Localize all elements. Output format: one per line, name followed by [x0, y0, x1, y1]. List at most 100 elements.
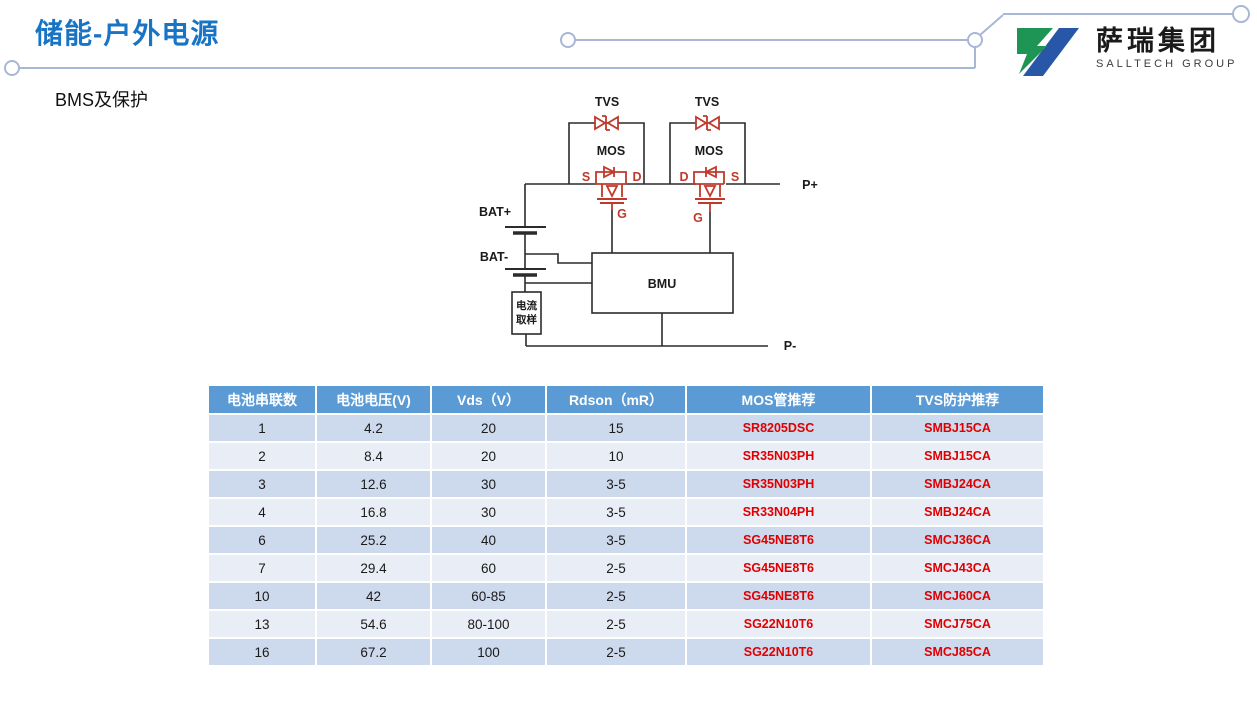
- cell-voltage: 42: [315, 581, 432, 611]
- cell-series: 16: [207, 637, 317, 667]
- mos-label-left: MOS: [597, 144, 625, 158]
- logo-mark-icon: [1017, 28, 1079, 76]
- cell-voltage: 8.4: [315, 441, 432, 471]
- cell-rdson: 10: [545, 441, 687, 471]
- cell-vds: 40: [430, 525, 547, 555]
- bms-circuit-diagram: TVS TVS MOS MOS BAT+ BAT- BMU P+ P- 电流 取…: [479, 95, 818, 353]
- bat-plus-label: BAT+: [479, 205, 511, 219]
- tvs-label-right: TVS: [695, 95, 719, 109]
- cell-voltage: 67.2: [315, 637, 432, 667]
- cell-voltage: 29.4: [315, 553, 432, 583]
- cell-series: 4: [207, 497, 317, 527]
- cell-tvs: SMBJ24CA: [870, 497, 1045, 527]
- cell-series: 13: [207, 609, 317, 639]
- mosfet-pin-labels: S D D S G G: [582, 170, 739, 225]
- current-sample-label-line2: 取样: [516, 313, 537, 326]
- cell-rdson: 3-5: [545, 497, 687, 527]
- cell-tvs: SMCJ85CA: [870, 637, 1045, 667]
- cell-vds: 30: [430, 469, 547, 499]
- cell-series: 3: [207, 469, 317, 499]
- table-row: 3 12.6 30 3-5 SR35N03PH SMBJ24CA: [207, 469, 1045, 499]
- cell-vds: 20: [430, 413, 547, 443]
- tvs-label-left: TVS: [595, 95, 619, 109]
- cell-mos: SG45NE8T6: [685, 525, 872, 555]
- table-row: 6 25.2 40 3-5 SG45NE8T6 SMCJ36CA: [207, 525, 1045, 555]
- cell-tvs: SMCJ36CA: [870, 525, 1045, 555]
- table-row: 2 8.4 20 10 SR35N03PH SMBJ15CA: [207, 441, 1045, 471]
- section-subtitle: BMS及保护: [55, 90, 149, 110]
- logo-name-cn: 萨瑞集团: [1096, 26, 1220, 56]
- cell-tvs: SMCJ60CA: [870, 581, 1045, 611]
- cell-vds: 80-100: [430, 609, 547, 639]
- cell-rdson: 2-5: [545, 609, 687, 639]
- mosfet-symbols: [595, 165, 725, 212]
- cell-vds: 30: [430, 497, 547, 527]
- cell-series: 7: [207, 553, 317, 583]
- cell-voltage: 16.8: [315, 497, 432, 527]
- cell-series: 1: [207, 413, 317, 443]
- cell-rdson: 2-5: [545, 637, 687, 667]
- cell-tvs: SMBJ24CA: [870, 469, 1045, 499]
- cell-mos: SG22N10T6: [685, 609, 872, 639]
- cell-rdson: 2-5: [545, 581, 687, 611]
- cell-series: 6: [207, 525, 317, 555]
- header-tvs: TVS防护推荐: [870, 384, 1045, 415]
- cell-tvs: SMCJ75CA: [870, 609, 1045, 639]
- company-logo: 萨瑞集团 SALLTECH GROUP: [1014, 26, 1237, 78]
- table-row: 1 4.2 20 15 SR8205DSC SMBJ15CA: [207, 413, 1045, 443]
- header-voltage: 电池电压(V): [315, 384, 432, 415]
- mos-label-right: MOS: [695, 144, 723, 158]
- cell-rdson: 3-5: [545, 469, 687, 499]
- pin-s-left: S: [582, 170, 590, 184]
- page-title: 储能-户外电源: [35, 18, 220, 49]
- pin-d-right: D: [679, 170, 688, 184]
- cell-mos: SR35N03PH: [685, 469, 872, 499]
- circuit-wires: [524, 122, 780, 347]
- cell-mos: SG45NE8T6: [685, 581, 872, 611]
- cell-rdson: 3-5: [545, 525, 687, 555]
- cell-tvs: SMCJ43CA: [870, 553, 1045, 583]
- pin-g-right: G: [693, 211, 703, 225]
- table-row: 13 54.6 80-100 2-5 SG22N10T6 SMCJ75CA: [207, 609, 1045, 639]
- current-sample-box: [511, 291, 542, 335]
- pin-s-right: S: [731, 170, 739, 184]
- tvs-diode-symbols: [594, 115, 720, 131]
- table-row: 4 16.8 30 3-5 SR33N04PH SMBJ24CA: [207, 497, 1045, 527]
- battery-symbols: [505, 226, 546, 277]
- cell-vds: 20: [430, 441, 547, 471]
- pin-g-left: G: [617, 207, 627, 221]
- pin-d-left: D: [632, 170, 641, 184]
- cell-series: 10: [207, 581, 317, 611]
- table-header-row: 电池串联数 电池电压(V) Vds（V） Rdson（mR） MOS管推荐 TV…: [207, 384, 1045, 415]
- cell-mos: SG22N10T6: [685, 637, 872, 667]
- current-sample-label-line1: 电流: [516, 299, 537, 312]
- cell-rdson: 2-5: [545, 553, 687, 583]
- recommendation-table: 电池串联数 电池电压(V) Vds（V） Rdson（mR） MOS管推荐 TV…: [207, 384, 1045, 667]
- table-row: 16 67.2 100 2-5 SG22N10T6 SMCJ85CA: [207, 637, 1045, 667]
- cell-series: 2: [207, 441, 317, 471]
- circuit-labels: TVS TVS MOS MOS BAT+ BAT- BMU P+ P- 电流 取…: [479, 95, 818, 353]
- cell-tvs: SMBJ15CA: [870, 413, 1045, 443]
- header-vds: Vds（V）: [430, 384, 547, 415]
- bat-minus-label: BAT-: [480, 250, 508, 264]
- header-series: 电池串联数: [207, 384, 317, 415]
- cell-voltage: 4.2: [315, 413, 432, 443]
- cell-rdson: 15: [545, 413, 687, 443]
- cell-voltage: 12.6: [315, 469, 432, 499]
- cell-mos: SR33N04PH: [685, 497, 872, 527]
- cell-vds: 60-85: [430, 581, 547, 611]
- p-plus-label: P+: [802, 178, 818, 192]
- cell-mos: SR35N03PH: [685, 441, 872, 471]
- header-mos: MOS管推荐: [685, 384, 872, 415]
- cell-mos: SG45NE8T6: [685, 553, 872, 583]
- table-row: 10 42 60-85 2-5 SG45NE8T6 SMCJ60CA: [207, 581, 1045, 611]
- bmu-label: BMU: [648, 277, 676, 291]
- cell-voltage: 54.6: [315, 609, 432, 639]
- header-rdson: Rdson（mR）: [545, 384, 687, 415]
- logo-name-en: SALLTECH GROUP: [1096, 58, 1238, 70]
- cell-tvs: SMBJ15CA: [870, 441, 1045, 471]
- cell-mos: SR8205DSC: [685, 413, 872, 443]
- cell-voltage: 25.2: [315, 525, 432, 555]
- cell-vds: 60: [430, 553, 547, 583]
